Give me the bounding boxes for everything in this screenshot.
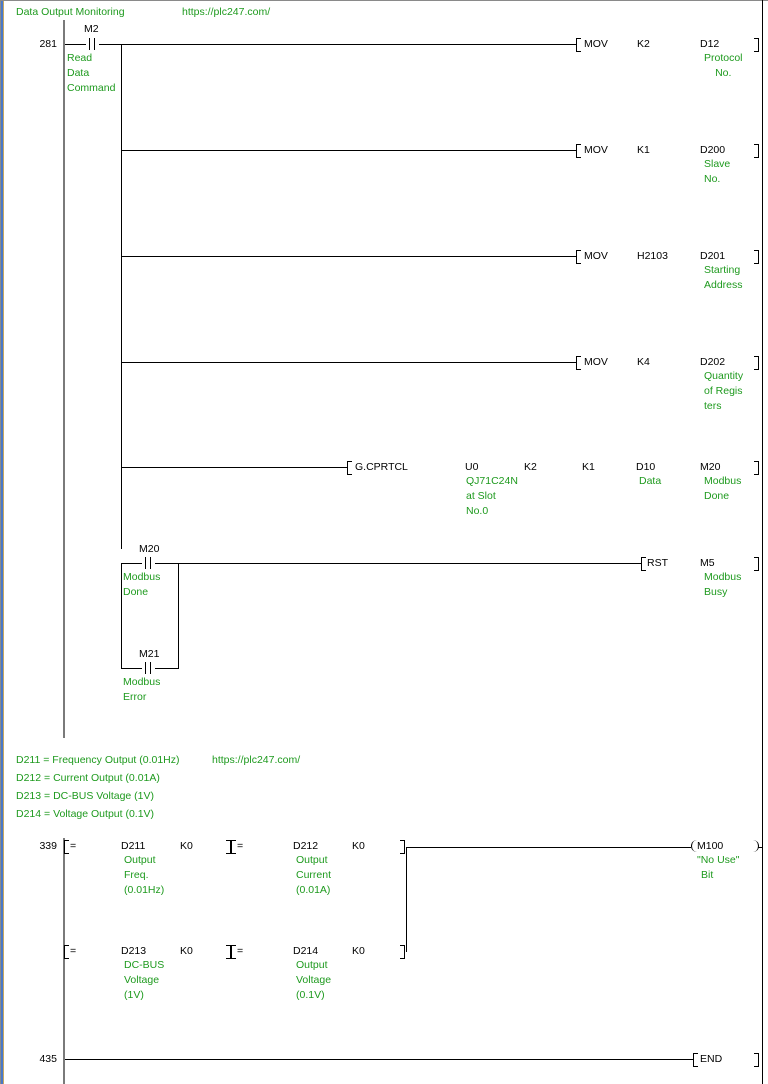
left-power-rail-lower (63, 838, 65, 1084)
compare-s1: D212 (293, 840, 319, 852)
device-comment: Data (639, 475, 662, 487)
compare-op[interactable]: = (70, 840, 77, 852)
step-number: 435 (39, 1053, 57, 1065)
instruction-arg: M20 (700, 461, 721, 473)
device-comment: DC-BUS Voltage (1V) (124, 959, 165, 1001)
instruction-arg: D10 (636, 461, 656, 473)
instruction-src: K1 (637, 144, 650, 156)
contact-label: M21 (139, 648, 160, 660)
instruction-op[interactable]: MOV (584, 144, 608, 156)
compare-op[interactable]: = (237, 945, 244, 957)
device-comment: Modbus Busy (704, 571, 742, 598)
coil-device: M100 (697, 840, 724, 852)
branch-bus (121, 44, 122, 549)
no-contact-icon[interactable] (85, 38, 99, 50)
step-number: 281 (39, 38, 57, 50)
instruction-dst: D201 (700, 250, 726, 262)
compare-s1: D214 (293, 945, 319, 957)
contact-label: M20 (139, 543, 160, 555)
compare-s2: K0 (352, 840, 365, 852)
instruction-dst: D202 (700, 356, 726, 368)
contact-label: M2 (84, 23, 99, 35)
no-contact-icon[interactable] (141, 557, 155, 569)
compare-s1: D213 (121, 945, 147, 957)
instruction-op[interactable]: MOV (584, 250, 608, 262)
instruction-dst: D12 (700, 38, 720, 50)
instruction-arg: U0 (465, 461, 479, 473)
window-left-border (0, 0, 6, 1084)
instruction-op[interactable]: MOV (584, 356, 608, 368)
compare-s1: D211 (121, 840, 146, 852)
instruction-arg: K2 (524, 461, 537, 473)
device-comment: Slave No. (704, 158, 731, 185)
header-url: https://plc247.com/ (182, 6, 271, 18)
instruction-dst: D200 (700, 144, 726, 156)
instruction-arg: M5 (700, 557, 715, 569)
device-comment: "No Use" Bit (697, 854, 740, 881)
compare-op[interactable]: = (70, 945, 77, 957)
device-comment: Modbus Done (704, 475, 742, 502)
device-comment: Starting Address (704, 264, 743, 291)
contact-comment: Read Data Command (67, 52, 116, 94)
right-power-rail (762, 0, 763, 1084)
compare-s2: K0 (180, 840, 193, 852)
instruction-op[interactable]: MOV (584, 38, 608, 50)
contact-comment: Modbus Done (123, 571, 161, 598)
device-comment: Output Freq. (0.01Hz) (124, 854, 165, 896)
end-instruction[interactable]: END (700, 1053, 723, 1065)
device-comment: Protocol No. (704, 52, 743, 79)
instruction-arg: K1 (582, 461, 595, 473)
compare-s2: K0 (352, 945, 365, 957)
program-title: Data Output Monitoring (16, 6, 125, 18)
device-comment: Quantity of Regis ters (704, 370, 744, 412)
device-comment: Output Voltage (0.1V) (296, 959, 332, 1001)
device-comment: QJ71C24N at Slot No.0 (466, 475, 518, 517)
no-contact-icon[interactable] (141, 662, 155, 674)
left-power-rail (63, 20, 65, 738)
instruction-src: H2103 (637, 250, 668, 262)
instruction-src: K2 (637, 38, 650, 50)
instruction-op[interactable]: G.CPRTCL (355, 461, 408, 473)
step-number: 339 (39, 840, 57, 852)
device-comment: Output Current (0.01A) (296, 854, 332, 896)
statement-url: https://plc247.com/ (212, 754, 301, 766)
instruction-op[interactable]: RST (647, 557, 668, 569)
coil-icon[interactable] (691, 840, 698, 852)
compare-op[interactable]: = (237, 840, 244, 852)
instruction-src: K4 (637, 356, 650, 368)
contact-comment: Modbus Error (123, 676, 161, 703)
window-top-border (0, 0, 768, 1)
compare-s2: K0 (180, 945, 193, 957)
